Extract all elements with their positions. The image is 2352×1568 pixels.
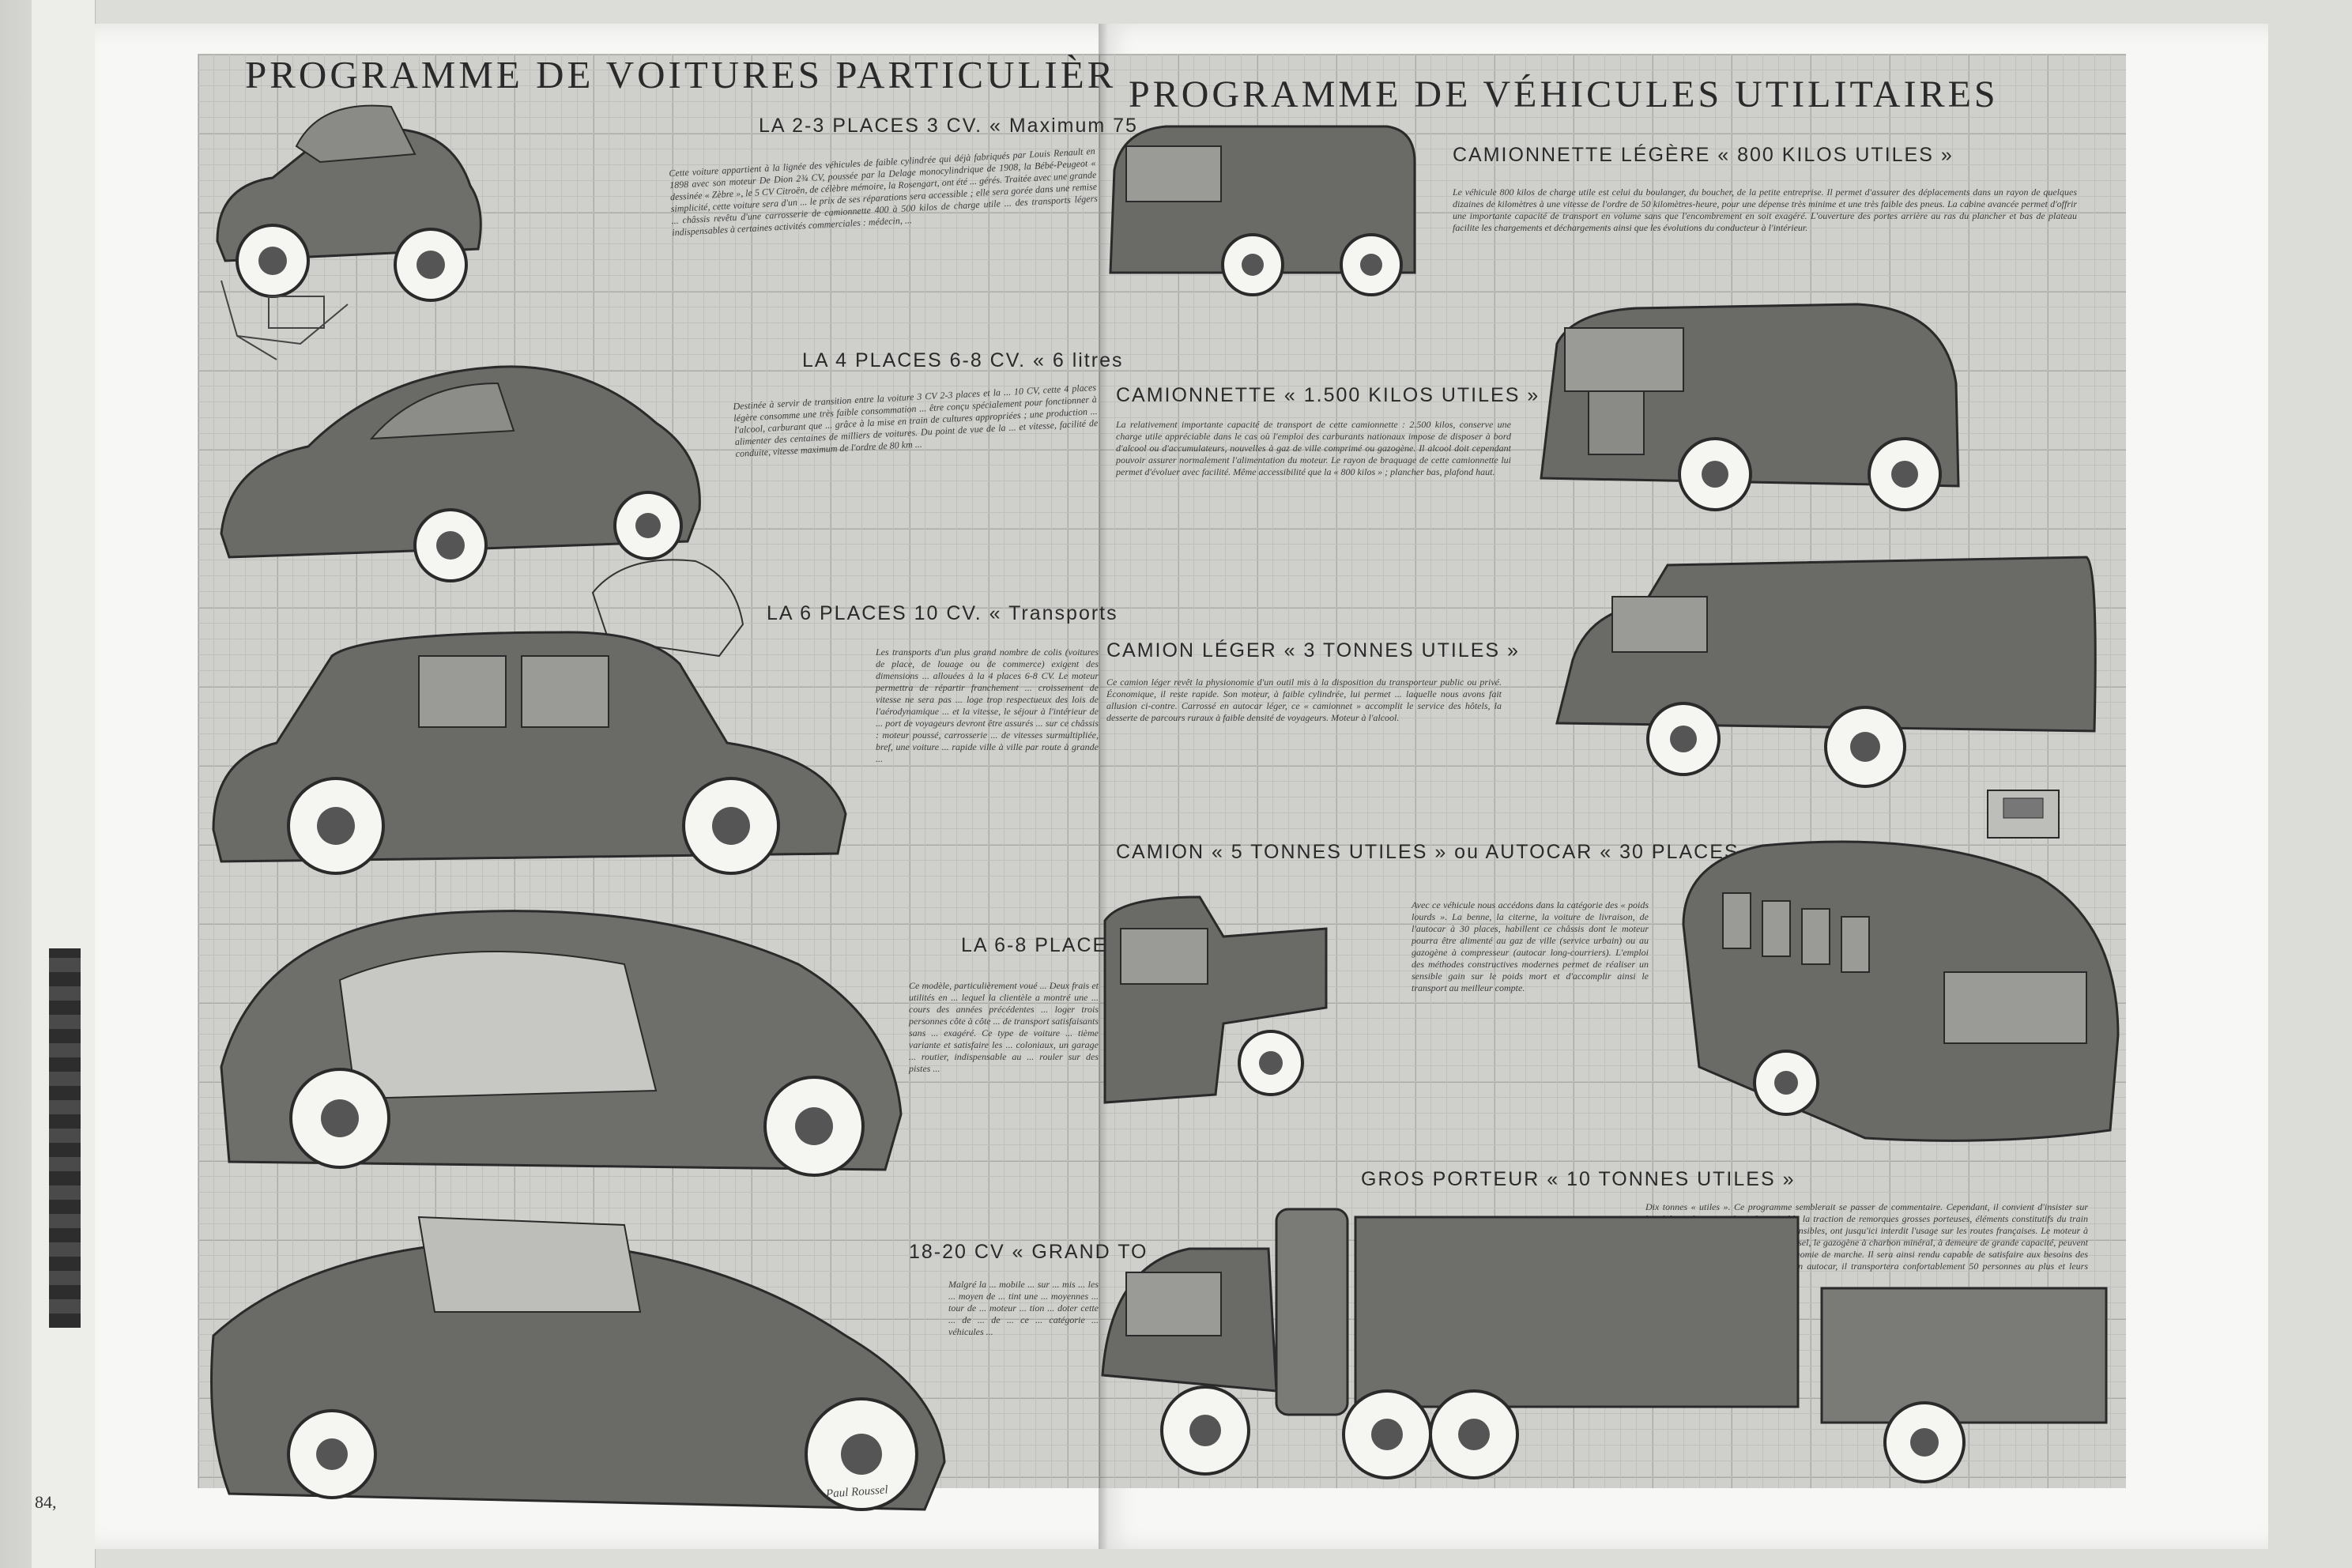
text-camionnette-1500: La relativement importante capacité de t… — [1116, 419, 1511, 477]
text-18-20-cv: Malgré la ... mobile ... sur ... mis ...… — [948, 1279, 1099, 1337]
text-camion-leger: Ce camion léger revêt la physionomie d'u… — [1106, 677, 1502, 723]
previous-page-photo — [49, 948, 81, 1328]
text-4-places: Destinée à servir de transition entre la… — [733, 382, 1099, 460]
bus-rear-sketch-drawing — [1987, 790, 2060, 839]
previous-page-number: 84, — [35, 1492, 57, 1512]
truck-5-tonnes-drawing — [1103, 895, 1328, 1104]
text-camionnette-800: Le véhicule 800 kilos de charge utile es… — [1453, 187, 2077, 233]
sketch-garage-drawing — [220, 280, 349, 360]
heading-gros-porteur: GROS PORTEUR « 10 TONNES UTILES » — [1361, 1168, 1796, 1190]
heading-camion-leger: CAMION LÉGER « 3 TONNES UTILES » — [1106, 639, 1520, 662]
text-2-3-places: Cette voiture appartient à la lignée des… — [669, 145, 1099, 239]
truck-3-tonnes-drawing — [1555, 556, 2097, 788]
van-1500-kilos-drawing — [1540, 303, 1960, 511]
car-4-places-drawing — [220, 365, 701, 582]
heading-4-places: LA 4 PLACES 6-8 CV. « 6 litres — [802, 349, 1124, 371]
van-800-kilos-drawing — [1109, 125, 1416, 296]
heading-6-places: LA 6 PLACES 10 CV. « Transports — [767, 602, 1118, 624]
car-grand-tourisme-drawing — [210, 1216, 946, 1511]
car-6-8-places-drawing — [220, 910, 903, 1177]
previous-page-edge — [32, 0, 96, 1568]
text-camion-5-tonnes: Avec ce véhicule nous accédons dans la c… — [1412, 899, 1649, 993]
sketch-car-rear-drawing — [591, 559, 744, 658]
heading-camionnette-800: CAMIONNETTE LÉGÈRE « 800 KILOS UTILES » — [1453, 144, 1954, 166]
heading-2-3-places: LA 2-3 PLACES 3 CV. « Maximum 75 — [759, 115, 1138, 137]
text-6-places: Les transports d'un plus grand nombre de… — [876, 646, 1099, 764]
heading-camion-5-tonnes: CAMION « 5 TONNES UTILES » ou AUTOCAR « … — [1116, 841, 1759, 863]
car-6-places-drawing — [212, 631, 847, 875]
right-page-title: PROGRAMME DE VÉHICULES UTILITAIRES — [1129, 74, 1999, 115]
left-page-title: PROGRAMME DE VOITURES PARTICULIÈR — [245, 53, 1117, 96]
heading-6-8-places: LA 6-8 PLACES — [961, 934, 1122, 956]
car-2-3-places-drawing — [216, 104, 482, 302]
heading-camionnette-1500: CAMIONNETTE « 1.500 KILOS UTILES » — [1116, 384, 1540, 406]
page-gutter — [1099, 24, 1108, 1549]
right-grid-panel — [1099, 54, 2126, 1488]
autocar-30-places-drawing — [1682, 840, 2120, 1142]
truck-10-tonnes-drawing — [1101, 1208, 2108, 1483]
text-6-8-places: Ce modèle, particulièrement voué ... Deu… — [909, 980, 1099, 1074]
